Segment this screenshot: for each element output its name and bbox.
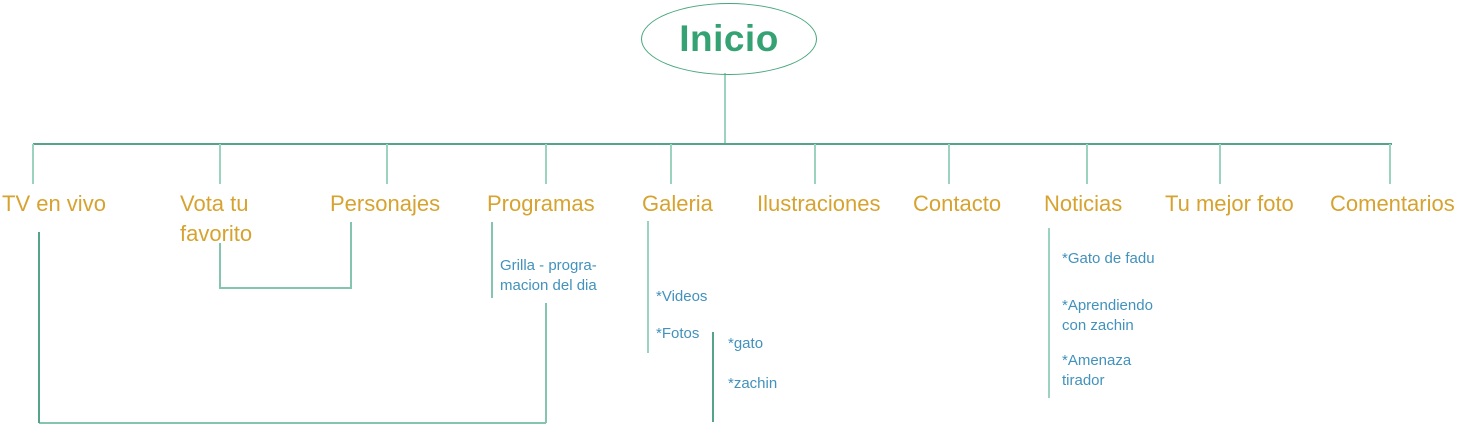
- page-label-personajes: Personajes: [330, 191, 441, 216]
- root-node-ellipse: Inicio: [641, 3, 817, 75]
- page-label-galeria: Galeria: [642, 191, 713, 216]
- sub-label-zachin: *zachin: [728, 375, 778, 392]
- sub-label-gato-de-fadu: *Gato de fadu: [1062, 250, 1155, 267]
- page-label-programas: Programas: [487, 191, 595, 216]
- edge-u-connector-vota-personajes: [219, 222, 352, 289]
- page-label-comentarios: Comentarios: [1330, 191, 1455, 216]
- page-label-tv-en-vivo: TV en vivo: [2, 191, 106, 216]
- page-label-tu-mejor-foto: Tu mejor foto: [1165, 191, 1294, 216]
- sub-label-aprendiendo-con-zachin: *Aprendiendo con zachin: [1062, 297, 1153, 334]
- page-label-noticias: Noticias: [1044, 191, 1123, 216]
- page-label-contacto: Contacto: [913, 191, 1002, 216]
- sub-label-amenaza-tirador: *Amenaza tirador: [1062, 352, 1132, 389]
- sub-label-gato: *gato: [728, 335, 764, 352]
- sub-label-videos: *Videos: [656, 288, 708, 305]
- page-label-ilustraciones: Ilustraciones: [757, 191, 881, 216]
- root-node-label: Inicio: [679, 18, 779, 59]
- sub-label-fotos: *Fotos: [656, 325, 700, 342]
- page-label-vota-tu-favorito: Vota tu favorito: [180, 191, 253, 246]
- sub-label-grilla-programacion: Grilla - progra- macion del dia: [500, 257, 597, 294]
